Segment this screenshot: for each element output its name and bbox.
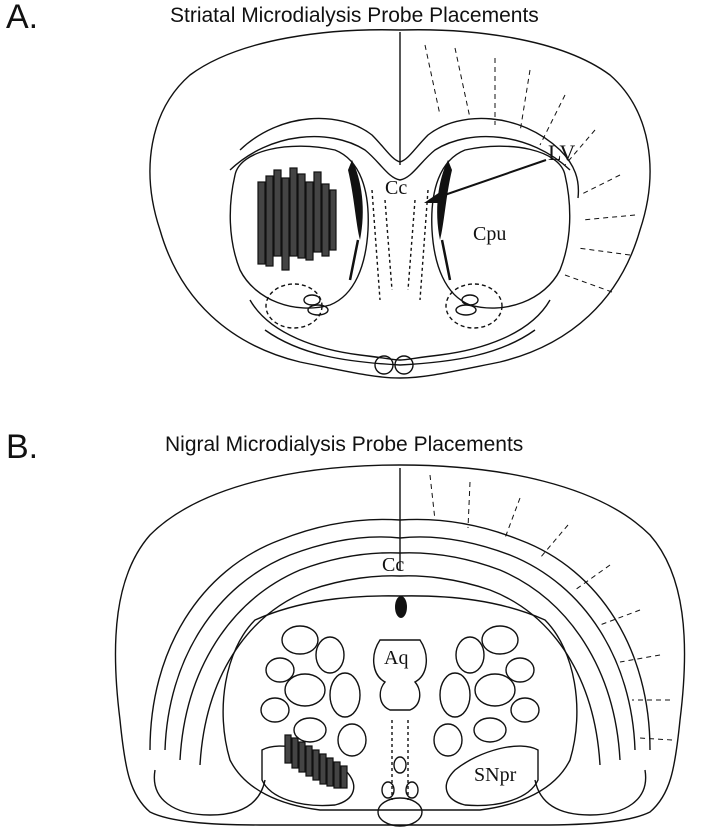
snpr-label: SNpr <box>474 764 517 786</box>
panel-b-letter: B. <box>6 428 39 466</box>
bottom-oval <box>377 797 423 827</box>
left-lateral-ventricle <box>348 160 363 240</box>
right-lateral-ventricle <box>437 160 452 240</box>
midbrain-outline <box>222 595 578 811</box>
panel-a-letter: A. <box>6 0 39 36</box>
nigral-probe-placements <box>284 734 348 789</box>
striatal-probe-placements <box>257 167 337 271</box>
lv-arrowhead <box>424 192 442 203</box>
panel-a: A. Striatal Microdialysis Probe Placemen… <box>0 0 714 400</box>
aq-label: Aq <box>384 647 408 669</box>
lv-arrow <box>429 159 547 201</box>
cc-label-b: Cc <box>382 554 404 576</box>
outer-brain-outline <box>114 464 686 826</box>
outer-brain-outline <box>149 29 651 379</box>
right-striatum-outline <box>431 145 571 309</box>
panel-b: B. Nigral Microdialysis Probe Placements <box>0 420 714 837</box>
panel-b-title: Nigral Microdialysis Probe Placements <box>165 433 524 456</box>
striatal-section-diagram: Cc LV Cpu <box>149 29 651 379</box>
lv-label: LV <box>548 140 575 165</box>
nigral-section-diagram: Cc Aq SNpr <box>114 464 686 827</box>
midline-black-oval <box>395 596 407 618</box>
cc-label-a: Cc <box>385 177 407 199</box>
corpus-callosum-outline <box>239 117 580 199</box>
cpu-label: Cpu <box>473 223 506 245</box>
panel-a-title: Striatal Microdialysis Probe Placements <box>170 4 539 27</box>
left-striatum-outline <box>229 145 369 309</box>
